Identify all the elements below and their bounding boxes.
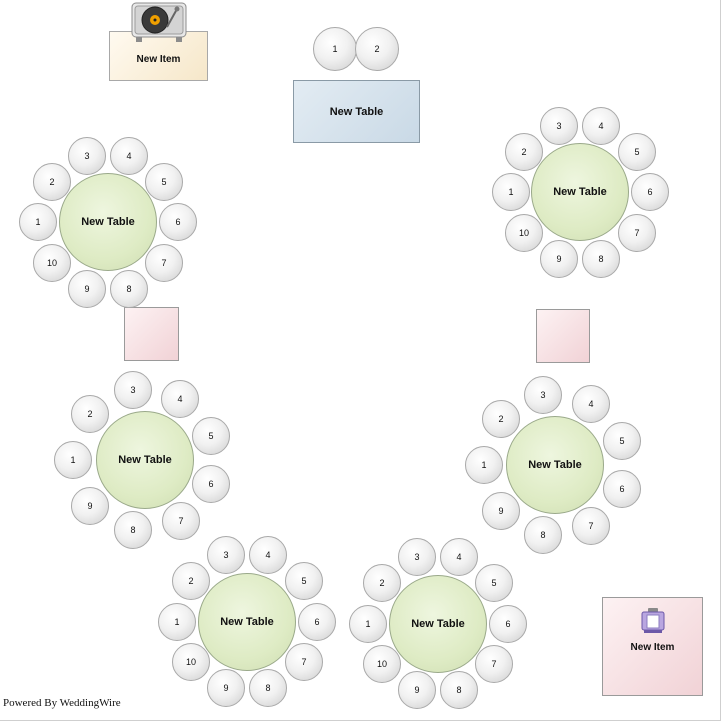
round-table-seat[interactable]: 6 bbox=[603, 470, 641, 508]
round-table-seat[interactable]: 6 bbox=[631, 173, 669, 211]
round-table-seat[interactable]: 4 bbox=[110, 137, 148, 175]
round-table-seat[interactable]: 2 bbox=[363, 564, 401, 602]
round-table-seat[interactable]: 1 bbox=[54, 441, 92, 479]
podium-item[interactable]: New Item bbox=[602, 597, 703, 696]
head-table-seat[interactable]: 1 bbox=[313, 27, 357, 71]
round-table-label: New Table bbox=[553, 186, 607, 198]
round-table-seat[interactable]: 7 bbox=[285, 643, 323, 681]
round-table-seat[interactable]: 4 bbox=[582, 107, 620, 145]
round-table-seat[interactable]: 8 bbox=[110, 270, 148, 308]
round-table-seat[interactable]: 7 bbox=[475, 645, 513, 683]
round-table-seat[interactable]: 2 bbox=[71, 395, 109, 433]
round-table-label: New Table bbox=[411, 618, 465, 630]
round-table-seat[interactable]: 9 bbox=[71, 487, 109, 525]
pink-box-left[interactable] bbox=[124, 307, 179, 361]
turntable-icon bbox=[131, 2, 187, 42]
round-table-seat[interactable]: 8 bbox=[440, 671, 478, 709]
round-table-seat[interactable]: 5 bbox=[285, 562, 323, 600]
round-table-seat[interactable]: 3 bbox=[207, 536, 245, 574]
round-table-seat[interactable]: 1 bbox=[19, 203, 57, 241]
round-table-seat[interactable]: 5 bbox=[618, 133, 656, 171]
round-table-seat[interactable]: 1 bbox=[349, 605, 387, 643]
round-table-seat[interactable]: 10 bbox=[363, 645, 401, 683]
round-table-seat[interactable]: 8 bbox=[524, 516, 562, 554]
round-table[interactable]: New Table bbox=[96, 411, 194, 509]
round-table-seat[interactable]: 1 bbox=[465, 446, 503, 484]
round-table-label: New Table bbox=[528, 459, 582, 471]
round-table-seat[interactable]: 6 bbox=[489, 605, 527, 643]
round-table-seat[interactable]: 3 bbox=[540, 107, 578, 145]
round-table-seat[interactable]: 2 bbox=[482, 400, 520, 438]
round-table-seat[interactable]: 8 bbox=[114, 511, 152, 549]
podium-item-label: New Item bbox=[630, 642, 675, 653]
round-table[interactable]: New Table bbox=[389, 575, 487, 673]
round-table[interactable]: New Table bbox=[198, 573, 296, 671]
round-table-seat[interactable]: 10 bbox=[33, 244, 71, 282]
round-table-seat[interactable]: 7 bbox=[572, 507, 610, 545]
round-table-seat[interactable]: 4 bbox=[572, 385, 610, 423]
round-table[interactable]: New Table bbox=[59, 173, 157, 271]
round-table-seat[interactable]: 3 bbox=[398, 538, 436, 576]
round-table-seat[interactable]: 9 bbox=[540, 240, 578, 278]
dj-item-label: New Item bbox=[136, 53, 181, 65]
head-table-label: New Table bbox=[329, 105, 384, 118]
round-table-seat[interactable]: 3 bbox=[524, 376, 562, 414]
round-table-label: New Table bbox=[220, 616, 274, 628]
round-table-seat[interactable]: 6 bbox=[159, 203, 197, 241]
podium-icon bbox=[641, 608, 665, 633]
round-table-seat[interactable]: 1 bbox=[492, 173, 530, 211]
round-table-seat[interactable]: 9 bbox=[68, 270, 106, 308]
round-table-seat[interactable]: 8 bbox=[249, 669, 287, 707]
round-table-seat[interactable]: 2 bbox=[33, 163, 71, 201]
round-table-seat[interactable]: 2 bbox=[172, 562, 210, 600]
round-table-seat[interactable]: 5 bbox=[475, 564, 513, 602]
head-table-seat[interactable]: 2 bbox=[355, 27, 399, 71]
round-table-seat[interactable]: 7 bbox=[145, 244, 183, 282]
round-table-seat[interactable]: 9 bbox=[207, 669, 245, 707]
round-table-seat[interactable]: 7 bbox=[162, 502, 200, 540]
round-table-seat[interactable]: 10 bbox=[505, 214, 543, 252]
round-table-seat[interactable]: 9 bbox=[482, 492, 520, 530]
round-table-seat[interactable]: 8 bbox=[582, 240, 620, 278]
round-table-seat[interactable]: 6 bbox=[298, 603, 336, 641]
round-table-seat[interactable]: 7 bbox=[618, 214, 656, 252]
round-table-seat[interactable]: 4 bbox=[249, 536, 287, 574]
pink-box-right[interactable] bbox=[536, 309, 590, 363]
footer-credit: Powered By WeddingWire bbox=[3, 697, 121, 709]
round-table-seat[interactable]: 1 bbox=[158, 603, 196, 641]
round-table[interactable]: New Table bbox=[531, 143, 629, 241]
round-table-label: New Table bbox=[118, 454, 172, 466]
round-table-seat[interactable]: 5 bbox=[192, 417, 230, 455]
round-table-seat[interactable]: 4 bbox=[440, 538, 478, 576]
round-table-seat[interactable]: 3 bbox=[68, 137, 106, 175]
round-table-seat[interactable]: 5 bbox=[603, 422, 641, 460]
round-table-seat[interactable]: 3 bbox=[114, 371, 152, 409]
head-table[interactable]: New Table bbox=[293, 80, 420, 143]
round-table-seat[interactable]: 9 bbox=[398, 671, 436, 709]
round-table-seat[interactable]: 6 bbox=[192, 465, 230, 503]
round-table-label: New Table bbox=[81, 216, 135, 228]
round-table-seat[interactable]: 2 bbox=[505, 133, 543, 171]
round-table-seat[interactable]: 4 bbox=[161, 380, 199, 418]
round-table-seat[interactable]: 5 bbox=[145, 163, 183, 201]
round-table[interactable]: New Table bbox=[506, 416, 604, 514]
round-table-seat[interactable]: 10 bbox=[172, 643, 210, 681]
